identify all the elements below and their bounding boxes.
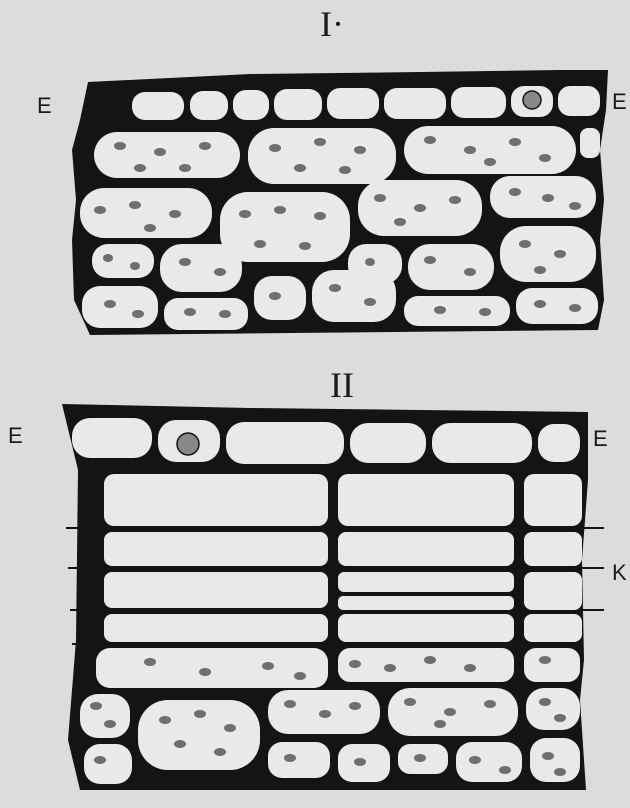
epidermal-cell	[132, 92, 184, 120]
epidermal-cell	[384, 88, 446, 119]
parenchyma-cell	[530, 738, 580, 782]
cork-cell	[338, 532, 514, 566]
epidermal-cell	[274, 89, 322, 120]
parenchyma-cell	[160, 244, 242, 292]
parenchyma-cell	[220, 192, 350, 262]
parenchyma-cell	[82, 286, 158, 328]
cork-cell	[338, 614, 514, 642]
crystal-cell	[523, 91, 541, 109]
figure-one-tissue	[72, 70, 608, 335]
cork-cell	[524, 474, 582, 526]
parenchyma-cell	[580, 128, 600, 158]
epidermal-cell	[327, 88, 379, 119]
epidermal-cell	[350, 423, 426, 463]
cork-cell	[104, 614, 328, 642]
parenchyma-cell	[500, 226, 596, 282]
epidermal-cell	[558, 86, 600, 116]
epidermal-cell	[538, 424, 580, 462]
cork-cell	[524, 648, 580, 682]
epidermal-cell	[190, 91, 228, 120]
cork-cell	[338, 596, 514, 610]
cork-cell	[524, 614, 582, 642]
cork-cell	[104, 572, 328, 608]
cork-cell	[338, 474, 514, 526]
cork-cell	[96, 648, 328, 688]
epidermal-cell	[432, 423, 532, 463]
parenchyma-cell	[526, 688, 580, 730]
parenchyma-cell	[80, 694, 130, 738]
cork-cell	[338, 648, 514, 682]
cork-cell	[104, 532, 328, 566]
parenchyma-cell	[408, 244, 494, 290]
cork-cell	[104, 474, 328, 526]
parenchyma-cell	[404, 296, 510, 326]
parenchyma-cell	[312, 270, 396, 322]
figure-two-cork-layer	[96, 474, 582, 688]
epidermal-cell	[72, 418, 152, 458]
cork-cell	[524, 532, 582, 566]
cork-cell	[338, 572, 514, 592]
parenchyma-cell	[94, 132, 240, 178]
parenchyma-cell	[248, 128, 396, 184]
epidermal-cell	[233, 90, 269, 120]
epidermal-cell	[451, 87, 506, 118]
parenchyma-cell	[516, 288, 598, 324]
cork-cell	[524, 572, 582, 610]
parenchyma-cell	[92, 244, 154, 278]
parenchyma-cell	[164, 298, 248, 330]
epidermal-cell	[226, 422, 344, 464]
figure-two-tissue	[62, 404, 604, 790]
parenchyma-cell	[404, 126, 576, 174]
parenchyma-cell	[84, 744, 132, 784]
parenchyma-cell	[268, 742, 330, 778]
crystal-cell	[177, 433, 199, 455]
parenchyma-cell	[456, 742, 522, 782]
